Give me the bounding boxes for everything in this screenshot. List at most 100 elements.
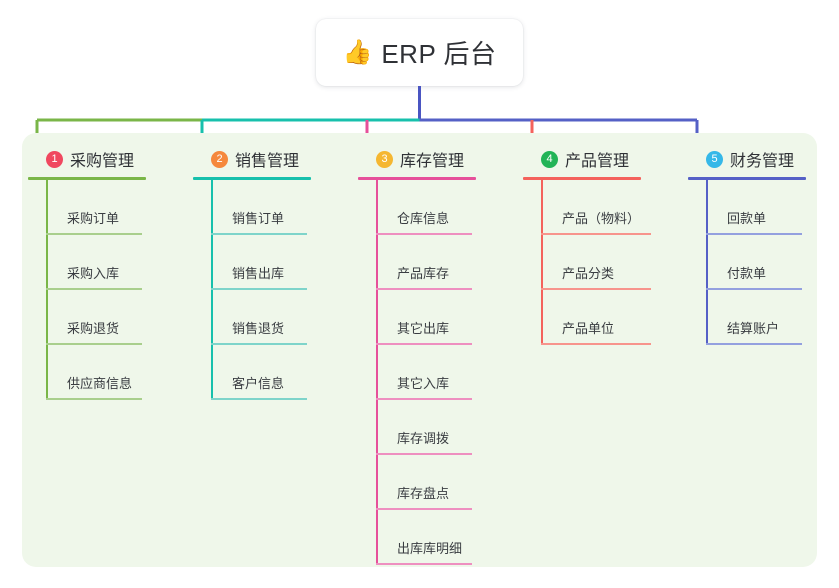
menu-item[interactable]: 产品单位 (541, 290, 673, 345)
menu-item-rule (376, 508, 472, 510)
diagram-panel (22, 133, 817, 567)
menu-item-label: 采购订单 (67, 211, 120, 226)
menu-item[interactable]: 销售退货 (211, 290, 343, 345)
column-items-2: 销售订单销售出库销售退货客户信息 (211, 180, 343, 400)
column-header-rule-2 (193, 177, 311, 180)
column-title-4: 产品管理 (565, 153, 630, 170)
menu-item[interactable]: 库存调拨 (376, 400, 508, 455)
menu-item[interactable]: 销售订单 (211, 180, 343, 235)
menu-item-rule (211, 343, 307, 345)
menu-item-rule (706, 343, 802, 345)
column-4: 4 产品管理产品（物料） 产品分类产品单位 (523, 144, 673, 345)
menu-item-rule (211, 398, 307, 400)
column-header-5[interactable]: 5 财务管理 (688, 144, 838, 174)
menu-item[interactable]: 出库库明细 (376, 510, 508, 565)
column-3: 3 库存管理仓库信息产品库存其它出库其它入库库存调拨库存盘点出库库明细 (358, 144, 508, 565)
menu-item-rule (376, 453, 472, 455)
menu-item-rule (541, 343, 651, 345)
menu-item-rule (211, 288, 307, 290)
menu-item-label: 产品单位 (562, 321, 615, 336)
menu-item[interactable]: 产品分类 (541, 235, 673, 290)
column-items-3: 仓库信息产品库存其它出库其它入库库存调拨库存盘点出库库明细 (376, 180, 508, 565)
menu-item-label: 产品库存 (397, 266, 450, 281)
menu-item-rule (211, 233, 307, 235)
menu-item-rule (46, 288, 142, 290)
column-5: 5 财务管理回款单付款单结算账户 (688, 144, 838, 345)
column-spine-5 (706, 180, 708, 345)
menu-item-rule (541, 288, 651, 290)
menu-item-label: 回款单 (727, 211, 767, 226)
menu-item-rule (46, 398, 142, 400)
menu-item[interactable]: 客户信息 (211, 345, 343, 400)
thumbs-up-icon: 👍 (342, 38, 373, 66)
column-title-1: 采购管理 (70, 153, 135, 170)
column-items-1: 采购订单采购入库采购退货供应商信息 (46, 180, 178, 400)
menu-item-label: 其它入库 (397, 376, 450, 391)
menu-item-rule (376, 398, 472, 400)
menu-item-label: 产品分类 (562, 266, 615, 281)
menu-item-label: 供应商信息 (67, 376, 133, 391)
menu-item[interactable]: 其它入库 (376, 345, 508, 400)
menu-item[interactable]: 结算账户 (706, 290, 838, 345)
menu-item-label: 库存调拨 (397, 431, 450, 446)
menu-item-label: 采购入库 (67, 266, 120, 281)
menu-item-rule (706, 233, 802, 235)
column-title-2: 销售管理 (235, 153, 300, 170)
column-header-3[interactable]: 3 库存管理 (358, 144, 508, 174)
column-items-4: 产品（物料） 产品分类产品单位 (541, 180, 673, 345)
menu-item-label: 采购退货 (67, 321, 120, 336)
column-header-4[interactable]: 4 产品管理 (523, 144, 673, 174)
column-1: 1 采购管理采购订单采购入库采购退货供应商信息 (28, 144, 178, 400)
menu-item-label: 付款单 (727, 266, 767, 281)
column-spine-3 (376, 180, 378, 565)
column-badge-4: 4 (541, 150, 558, 168)
menu-item[interactable]: 其它出库 (376, 290, 508, 345)
column-header-rule-1 (28, 177, 146, 180)
menu-item[interactable]: 采购退货 (46, 290, 178, 345)
column-title-3: 库存管理 (400, 153, 465, 170)
column-header-rule-5 (688, 177, 806, 180)
menu-item-label: 仓库信息 (397, 211, 450, 226)
menu-item-rule (376, 343, 472, 345)
column-header-rule-4 (523, 177, 641, 180)
menu-item[interactable]: 采购订单 (46, 180, 178, 235)
column-badge-1: 1 (46, 150, 63, 168)
menu-item[interactable]: 产品库存 (376, 235, 508, 290)
menu-item-rule (376, 233, 472, 235)
menu-item-label: 产品（物料） (562, 211, 641, 226)
column-title-5: 财务管理 (730, 153, 795, 170)
menu-item[interactable]: 仓库信息 (376, 180, 508, 235)
column-badge-3: 3 (376, 150, 393, 168)
menu-item-label: 出库库明细 (397, 541, 463, 556)
column-badge-5: 5 (706, 150, 723, 168)
menu-item-label: 销售退货 (232, 321, 285, 336)
menu-item-label: 库存盘点 (397, 486, 450, 501)
column-spine-1 (46, 180, 48, 400)
menu-item[interactable]: 供应商信息 (46, 345, 178, 400)
menu-item-label: 销售订单 (232, 211, 285, 226)
menu-item[interactable]: 回款单 (706, 180, 838, 235)
column-spine-2 (211, 180, 213, 400)
menu-item[interactable]: 采购入库 (46, 235, 178, 290)
menu-item[interactable]: 库存盘点 (376, 455, 508, 510)
column-spine-4 (541, 180, 543, 345)
menu-item-rule (706, 288, 802, 290)
menu-item[interactable]: 销售出库 (211, 235, 343, 290)
column-header-1[interactable]: 1 采购管理 (28, 144, 178, 174)
columns-container: 1 采购管理采购订单采购入库采购退货供应商信息 2 销售管理销售订单销售出库销售退货客… (22, 144, 817, 574)
column-items-5: 回款单付款单结算账户 (706, 180, 838, 345)
menu-item-rule (376, 563, 472, 565)
column-header-2[interactable]: 2 销售管理 (193, 144, 343, 174)
menu-item-label: 销售出库 (232, 266, 285, 281)
menu-item-label: 结算账户 (727, 321, 780, 336)
menu-item-rule (376, 288, 472, 290)
menu-item-rule (46, 233, 142, 235)
menu-item[interactable]: 付款单 (706, 235, 838, 290)
root-node-card[interactable]: 👍 ERP 后台 (316, 19, 523, 86)
root-node-title: ERP 后台 (381, 39, 497, 69)
column-header-rule-3 (358, 177, 476, 180)
menu-item[interactable]: 产品（物料） (541, 180, 673, 235)
column-2: 2 销售管理销售订单销售出库销售退货客户信息 (193, 144, 343, 400)
menu-item-label: 客户信息 (232, 376, 285, 391)
column-badge-2: 2 (211, 150, 228, 168)
